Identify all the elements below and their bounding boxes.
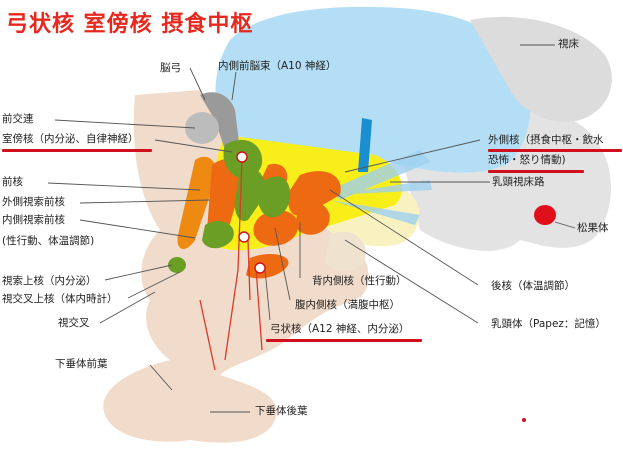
label-anterior-commissure: 前交連 (2, 113, 34, 125)
underline-paraventricular (2, 149, 152, 152)
label-lateral-preoptic: 外側視索前核 (2, 196, 65, 208)
green-right-shape (257, 176, 291, 218)
anterior-commissure-shape (185, 112, 219, 144)
label-posterior: 後核（体温調節） (491, 280, 575, 292)
label-anterior-nucleus: 前核 (2, 176, 23, 188)
anterior-nucleus-shape (177, 156, 217, 250)
mammillary-lower-shape (325, 231, 366, 272)
label-posterior-pituitary: 下垂体後葉 (255, 405, 308, 417)
pineal-shape (534, 205, 556, 225)
mammillothalamic-tract (358, 118, 372, 172)
label-thalamus: 視床 (558, 38, 579, 50)
underline-lateral-nucleus (488, 149, 622, 152)
label-supraoptic: 視索上核（内分泌） (2, 275, 97, 287)
label-lateral-nucleus-emotion: 恐怖・怒り情動) (488, 154, 566, 166)
label-mammillary: 乳頭体（Papez：記憶） (491, 318, 606, 330)
ventromedial-shape (253, 210, 299, 246)
thalamus-shape (215, 6, 531, 173)
diagram-title: 弓状核 室傍核 摂食中枢 (6, 12, 254, 37)
label-anterior-pituitary: 下垂体前葉 (55, 358, 108, 370)
dorsomedial-shape (295, 199, 330, 235)
vessel-lines (199, 159, 263, 371)
label-paraventricular: 室傍核（内分泌、自律神経） (2, 133, 139, 145)
label-fornix: 脳弓 (160, 62, 181, 74)
label-dorsomedial: 背内側核（性行動） (312, 275, 407, 287)
label-mfb: 内側前脳束（A10 神経） (218, 60, 337, 72)
red-dot-marker (522, 418, 526, 422)
fornix-shape (200, 92, 240, 150)
label-lateral-nucleus: 外側核（摂食中枢・飲水 (488, 134, 604, 146)
label-optic-chiasm: 視交叉 (58, 317, 90, 329)
hypothalamus-beige-body (103, 90, 369, 443)
label-medial-preoptic: 内側視索前核 (2, 214, 65, 226)
neuron-markers (236, 151, 266, 274)
label-medial-preoptic-function: (性行動、体温調節) (2, 235, 95, 247)
label-pineal: 松果体 (577, 222, 609, 234)
label-mammillothalamic: 乳頭視床路 (492, 176, 545, 188)
green-mid-shape (234, 167, 265, 221)
label-ventromedial: 腹内側核（満腹中枢） (295, 299, 400, 311)
leader-lines (47, 44, 576, 413)
underline-arcuate (266, 339, 422, 342)
green-arc-shape (202, 220, 234, 249)
upper-grey-structure (470, 16, 612, 122)
supraoptic-shape (168, 257, 186, 273)
label-suprachiasmatic: 視交叉上核（体内時計） (2, 293, 118, 305)
underline-lateral-nucleus-emotion (488, 170, 584, 173)
label-arcuate: 弓状核（A12 神経、内分泌） (270, 323, 410, 335)
